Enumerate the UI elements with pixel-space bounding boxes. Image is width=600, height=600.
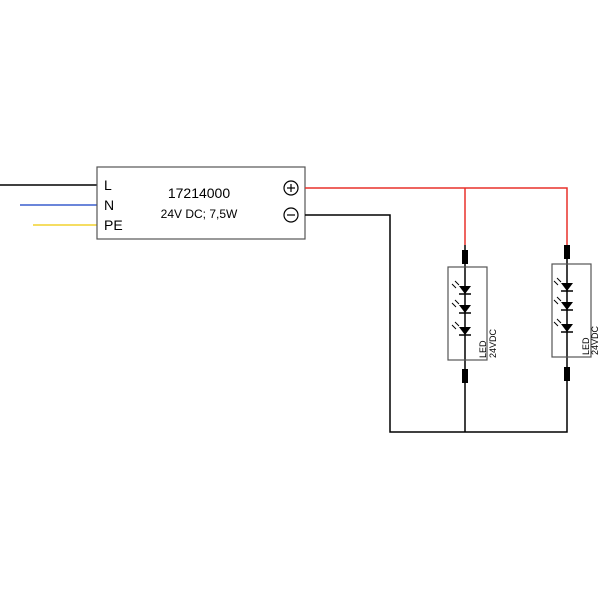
led-module-2: LED 24VDC [551, 245, 600, 385]
terminal-l-label: L [104, 177, 112, 193]
driver-model: 17214000 [168, 185, 231, 201]
led-module-1-label: LED [478, 340, 488, 358]
driver-box [96, 166, 306, 240]
driver-spec: 24V DC; 7,5W [161, 207, 238, 221]
positive-output-wire [305, 187, 568, 245]
negative-terminal-icon [283, 207, 299, 223]
negative-output-wire [305, 214, 568, 433]
positive-terminal-icon [283, 180, 299, 196]
terminal-n-label: N [104, 197, 114, 213]
terminal-pe-label: PE [104, 217, 123, 233]
led-module-1: LED 24VDC [447, 245, 498, 385]
led-module-1-voltage: 24VDC [488, 328, 498, 358]
led-module-2-label: LED [581, 337, 591, 355]
led-module-2-voltage: 24VDC [590, 325, 600, 355]
